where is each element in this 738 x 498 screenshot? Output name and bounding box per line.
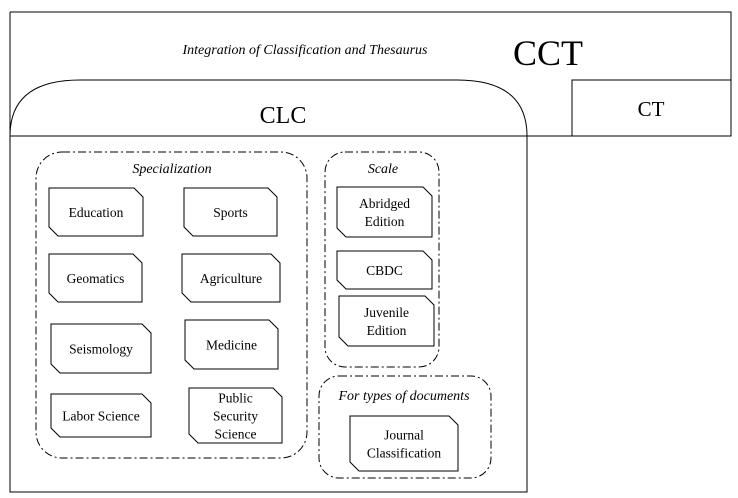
ct-label: CT <box>638 97 665 121</box>
specialization-group <box>35 151 308 459</box>
specialization-label-public-security-science: Public <box>218 391 253 406</box>
clc-title: CLC <box>260 103 307 129</box>
scale-label-juvenile-edition: Edition <box>367 323 407 338</box>
specialization-box-geomatics <box>48 253 143 303</box>
cct-title: CCT <box>513 33 583 73</box>
specialization-label-medicine: Medicine <box>206 338 257 353</box>
scale-box-juvenile-edition <box>338 295 435 347</box>
specialization-label-labor-science: Labor Science <box>62 409 140 424</box>
specialization-box-sports <box>183 187 278 237</box>
specialization-box-agriculture <box>181 253 281 303</box>
specialization-label-public-security-science: Security <box>213 409 258 424</box>
specialization-box-public-security-science <box>188 387 283 444</box>
specialization-title: Specialization <box>132 162 211 177</box>
document-types-group <box>318 375 492 479</box>
specialization-label-seismology: Seismology <box>69 342 133 357</box>
specialization-label-sports: Sports <box>213 205 248 220</box>
scale-title: Scale <box>368 162 398 177</box>
clc-region <box>9 79 528 493</box>
scale-label-cbdc: CBDC <box>366 263 403 278</box>
scale-group <box>324 151 440 368</box>
specialization-label-agriculture: Agriculture <box>200 271 262 286</box>
document-types-label-journal-classification: Classification <box>367 446 441 461</box>
cct-subtitle: Integration of Classification and Thesau… <box>181 43 428 58</box>
specialization-box-seismology <box>50 323 152 374</box>
document-types-box-journal-classification <box>349 415 459 472</box>
document-types-label-journal-classification: Journal <box>384 428 424 443</box>
scale-label-abridged-edition: Edition <box>365 214 405 229</box>
specialization-box-labor-science <box>50 393 152 438</box>
ct-box <box>571 79 732 137</box>
document-types-title: For types of documents <box>337 389 470 404</box>
scale-label-abridged-edition: Abridged <box>359 196 410 211</box>
scale-box-cbdc <box>336 250 433 290</box>
specialization-box-education <box>48 187 144 237</box>
cct-outer-frame <box>10 11 732 137</box>
specialization-label-geomatics: Geomatics <box>67 271 125 286</box>
specialization-box-medicine <box>184 319 279 370</box>
specialization-label-education: Education <box>69 205 124 220</box>
scale-label-juvenile-edition: Juvenile <box>364 305 409 320</box>
scale-box-abridged-edition <box>336 186 433 238</box>
specialization-label-public-security-science: Science <box>215 427 257 442</box>
